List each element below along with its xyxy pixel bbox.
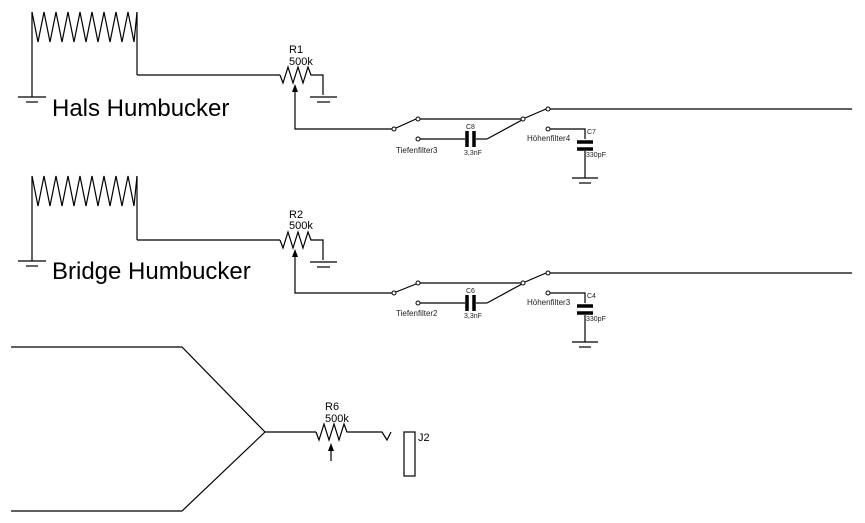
wiper-arrow-icon	[292, 249, 298, 257]
switch-label-tiefenfilter2: Tiefenfilter2	[396, 309, 438, 318]
ground-icon	[572, 341, 598, 348]
r2-value: 500k	[289, 220, 313, 232]
switch-label-hohenfilter3: Höhenfilter3	[527, 298, 571, 307]
bridge-pickup-label: Bridge Humbucker	[52, 258, 251, 285]
jack-j2	[403, 431, 416, 477]
ground-icon	[310, 261, 337, 268]
hals-pickup-coil	[31, 11, 138, 43]
r2-ref: R2	[289, 209, 303, 221]
ground-icon	[310, 96, 337, 103]
r2-potentiometer	[279, 229, 324, 260]
merge-wire-bottom	[11, 431, 266, 512]
c6-ref: C6	[466, 288, 475, 295]
c6-capacitor	[465, 295, 476, 311]
output-section: R6 500k J2	[11, 346, 430, 512]
c4-value: 330pF	[586, 316, 606, 323]
c8-value: 3,3nF	[464, 150, 482, 157]
r6-potentiometer	[315, 421, 392, 443]
switch-label-hohenfilter4: Höhenfilter4	[527, 134, 571, 143]
wiper-arrow-icon	[328, 443, 334, 451]
merge-wire-top	[11, 346, 266, 433]
hals-pickup-section: Hals Humbucker R1 500k Tiefenfilter3 C8 …	[18, 11, 852, 184]
r1-value: 500k	[289, 56, 313, 68]
c4-ref: C4	[587, 293, 596, 300]
jack-ref: J2	[418, 432, 430, 444]
c6-value: 3,3nF	[464, 313, 482, 320]
c4-capacitor	[577, 304, 593, 315]
wiper-arrow-icon	[292, 84, 298, 92]
bridge-pickup-coil	[31, 175, 138, 207]
switch-label-tiefenfilter3: Tiefenfilter3	[396, 146, 438, 155]
hals-pickup-label: Hals Humbucker	[52, 95, 229, 122]
ground-icon	[18, 260, 46, 267]
ground-icon	[572, 177, 598, 184]
r6-value: 500k	[325, 413, 349, 425]
c7-ref: C7	[587, 129, 596, 136]
r6-ref: R6	[325, 401, 339, 413]
ground-icon	[18, 96, 46, 103]
c8-capacitor	[465, 131, 476, 147]
c7-capacitor	[577, 140, 593, 151]
r1-potentiometer	[279, 64, 324, 95]
c7-value: 330pF	[586, 152, 606, 159]
c8-ref: C8	[466, 124, 475, 131]
bridge-pickup-section: Bridge Humbucker R2 500k Tiefenfilter2 C…	[18, 175, 852, 348]
r1-ref: R1	[289, 44, 303, 56]
